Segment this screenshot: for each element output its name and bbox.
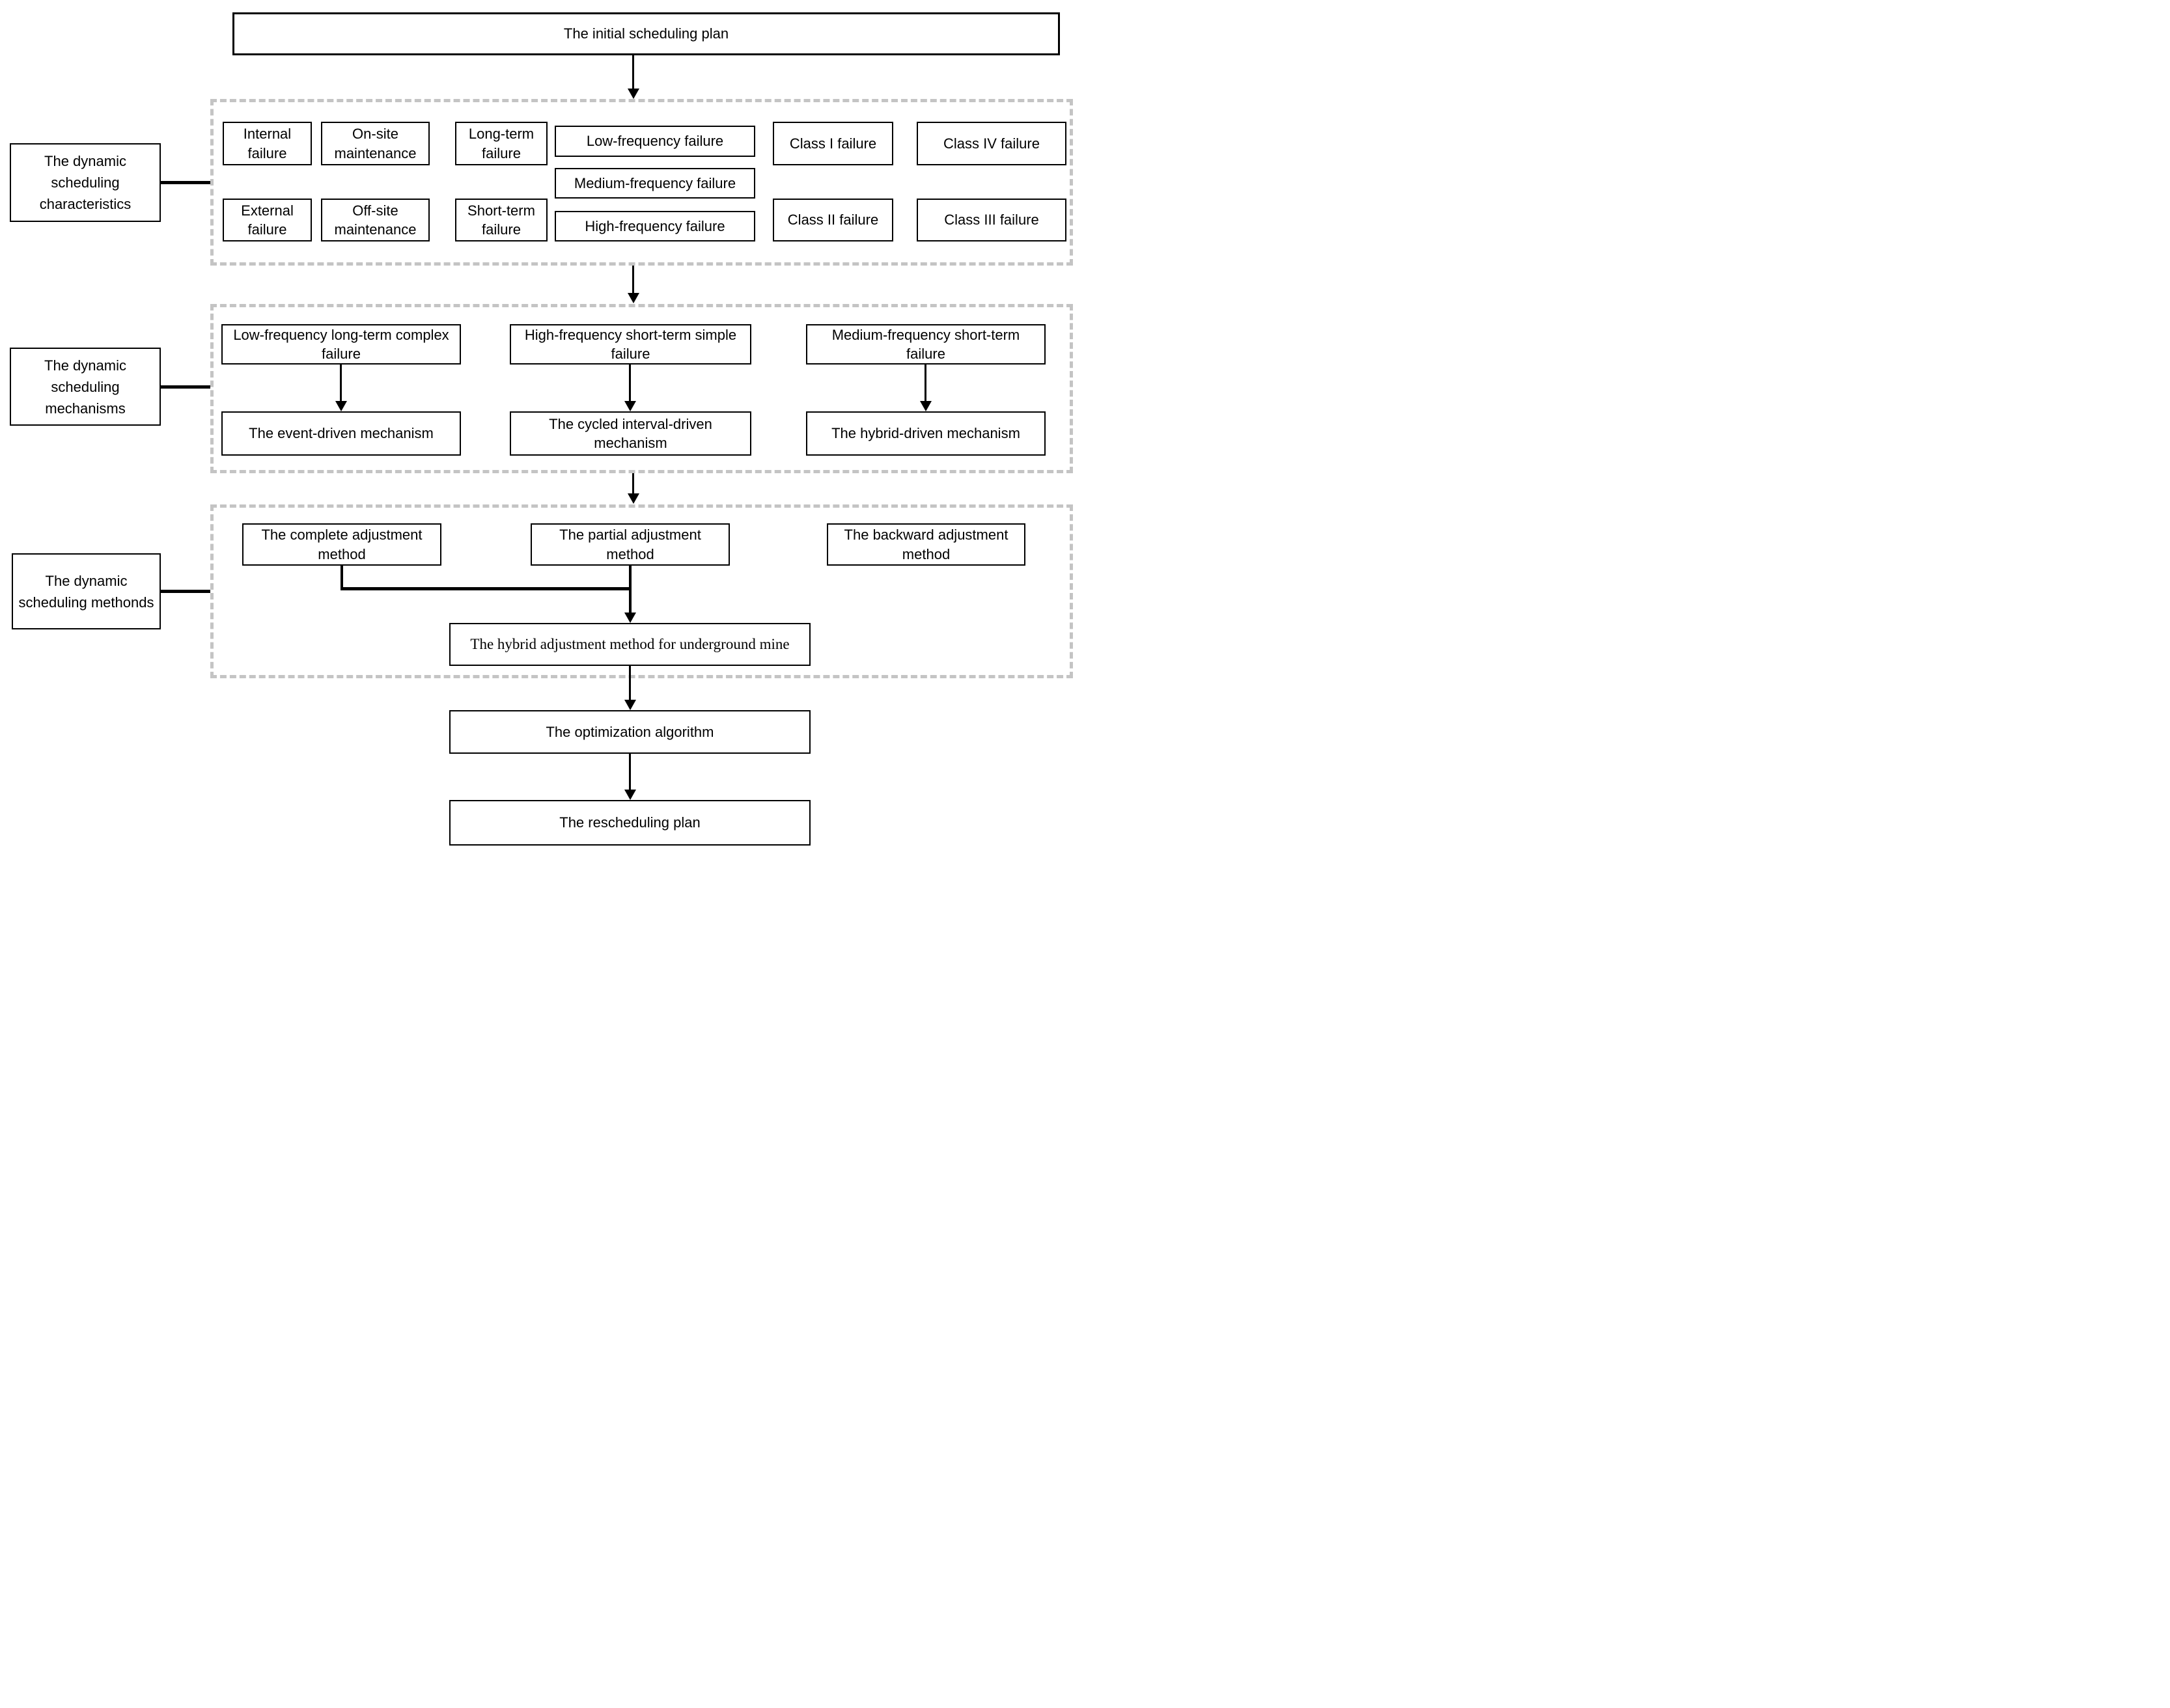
arrow-line — [629, 754, 631, 790]
hybrid-driven-mechanism-box: The hybrid-driven mechanism — [806, 411, 1046, 456]
characteristics-connector-line — [161, 181, 210, 184]
partial-adjustment-method-box: The partial adjustment method — [531, 523, 730, 566]
characteristics-region — [210, 99, 1073, 266]
arrow-line — [632, 55, 634, 90]
arrow-line — [629, 365, 631, 401]
arrowhead-icon — [920, 401, 932, 411]
complete-adjustment-method-box: The complete adjustment method — [242, 523, 441, 566]
methods-region — [210, 504, 1073, 678]
class-ii-failure-box: Class II failure — [773, 199, 893, 241]
arrowhead-icon — [628, 293, 639, 303]
class-iv-failure-box: Class IV failure — [917, 122, 1066, 165]
class-iii-failure-box: Class III failure — [917, 199, 1066, 241]
arrowhead-icon — [624, 700, 636, 710]
mechanisms-connector-line — [161, 385, 210, 389]
longterm-failure-box: Long-term failure — [455, 122, 548, 165]
arrow-line — [632, 266, 634, 294]
rescheduling-plan-box: The rescheduling plan — [449, 800, 811, 846]
shortterm-failure-box: Short-term failure — [455, 199, 548, 241]
arrow-line — [925, 365, 926, 401]
optimization-algorithm-box: The optimization algorithm — [449, 710, 811, 754]
arrow-line — [340, 365, 342, 401]
high-freq-shortterm-simple-failure-box: High-frequency short-term simple failure — [510, 324, 751, 365]
class-i-failure-box: Class I failure — [773, 122, 893, 165]
arrowhead-icon — [628, 493, 639, 504]
arrow-line — [629, 566, 632, 613]
backward-adjustment-method-box: The backward adjustment method — [827, 523, 1025, 566]
onsite-maintenance-box: On-site maintenance — [321, 122, 430, 165]
mechanisms-region — [210, 304, 1073, 473]
internal-failure-box: Internal failure — [223, 122, 312, 165]
arrow-line — [632, 473, 634, 495]
methods-connector-line — [161, 590, 210, 593]
external-failure-box: External failure — [223, 199, 312, 241]
medium-freq-shortterm-failure-box: Medium-frequency short-term failure — [806, 324, 1046, 365]
offsite-maintenance-box: Off-site maintenance — [321, 199, 430, 241]
arrowhead-icon — [335, 401, 347, 411]
flowchart-canvas: The initial scheduling plan The dynamic … — [0, 0, 1085, 854]
connector-line — [341, 587, 632, 590]
characteristics-side-label: The dynamic scheduling characteristics — [10, 143, 161, 222]
low-freq-longterm-complex-failure-box: Low-frequency long-term complex failure — [221, 324, 461, 365]
hybrid-adjustment-method-box: The hybrid adjustment method for undergr… — [449, 623, 811, 666]
arrowhead-icon — [624, 790, 636, 800]
connector-line — [341, 566, 343, 590]
arrowhead-icon — [628, 89, 639, 99]
high-frequency-failure-box: High-frequency failure — [555, 211, 755, 241]
initial-scheduling-plan-box: The initial scheduling plan — [232, 12, 1060, 55]
low-frequency-failure-box: Low-frequency failure — [555, 126, 755, 157]
arrowhead-icon — [624, 613, 636, 623]
event-driven-mechanism-box: The event-driven mechanism — [221, 411, 461, 456]
mechanisms-side-label: The dynamic scheduling mechanisms — [10, 348, 161, 426]
arrowhead-icon — [624, 401, 636, 411]
medium-frequency-failure-box: Medium-frequency failure — [555, 168, 755, 199]
arrow-line — [629, 666, 631, 700]
cycled-interval-driven-mechanism-box: The cycled interval-driven mechanism — [510, 411, 751, 456]
methods-side-label: The dynamic scheduling methonds — [12, 553, 161, 629]
